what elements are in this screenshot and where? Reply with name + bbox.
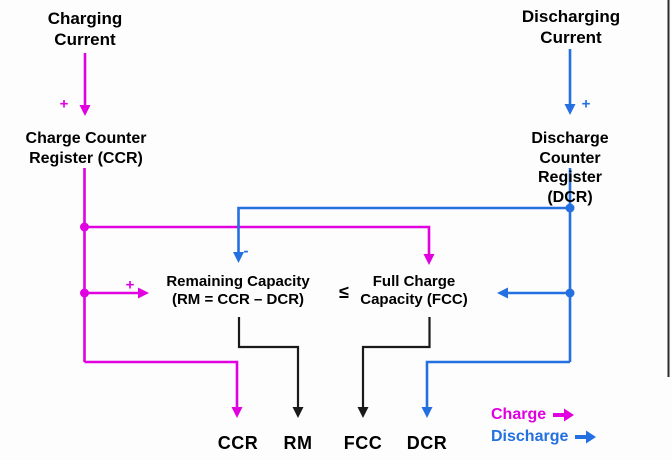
- discharging-current-arrowhead-icon: [564, 104, 576, 115]
- dcr-to-fcc-arrowhead-icon: [497, 287, 508, 299]
- output-label-fcc: FCC: [343, 433, 383, 453]
- dcr-junction-dot-icon: [565, 203, 575, 213]
- node-charge-counter-register: Charge Counter Register (CCR): [25, 130, 147, 167]
- output-label-dcr: DCR: [406, 433, 448, 453]
- charging-current-arrowhead-icon: [79, 105, 91, 116]
- legend-discharge: Discharge: [491, 428, 597, 446]
- node-discharge-counter-register: Discharge Counter Register (DCR): [531, 130, 609, 206]
- legend-discharge-arrow-icon: [575, 430, 597, 444]
- ccr-junction-dot-icon: [80, 288, 89, 298]
- remaining-capacity-plus-sign: +: [125, 276, 135, 294]
- node-discharging-current: Discharging Current: [521, 7, 621, 47]
- node-remaining-capacity: Remaining Capacity (RM = CCR – DCR): [166, 273, 310, 309]
- charge-plus-sign: +: [59, 95, 69, 113]
- comparison-operator: ≤: [339, 282, 349, 302]
- node-charging-current: Charging Current: [47, 9, 123, 49]
- rm-output-line: [237, 317, 300, 407]
- ccr-to-fcc-arrowhead-icon: [423, 254, 435, 265]
- legend-charge-arrow-icon: [553, 408, 575, 422]
- dcr-output-arrowhead-icon: [421, 407, 433, 418]
- output-label-ccr: CCR: [217, 433, 259, 453]
- legend-charge-label: Charge: [491, 406, 547, 423]
- legend-discharge-label: Discharge: [491, 428, 569, 445]
- output-label-rm: RM: [283, 433, 313, 453]
- discharge-plus-sign: +: [581, 95, 591, 113]
- dcr-to-rm-line: [237, 206, 570, 252]
- fcc-output-line: [361, 317, 431, 407]
- ccr-to-fcc-line: [84, 225, 431, 254]
- fcc-output-arrowhead-icon: [357, 407, 369, 418]
- legend-charge: Charge: [491, 406, 575, 424]
- node-full-charge-capacity: Full Charge Capacity (FCC): [360, 273, 468, 309]
- ccr-to-rm-arrowhead-icon: [138, 287, 149, 299]
- ccr-junction-dot-icon: [80, 222, 89, 232]
- remaining-capacity-minus-sign: -: [243, 242, 249, 260]
- ccr-output-arrowhead-icon: [231, 407, 243, 418]
- discharge-wires: [233, 49, 576, 418]
- ccr-output-line: [84, 360, 239, 407]
- charge-wires: [79, 53, 435, 418]
- rm-output-arrowhead-icon: [292, 407, 304, 418]
- dcr-junction-dot-icon: [565, 288, 575, 298]
- dcr-output-line: [425, 360, 570, 407]
- output-wires: [237, 317, 431, 418]
- dcr-to-rm-arrowhead-icon: [233, 252, 244, 263]
